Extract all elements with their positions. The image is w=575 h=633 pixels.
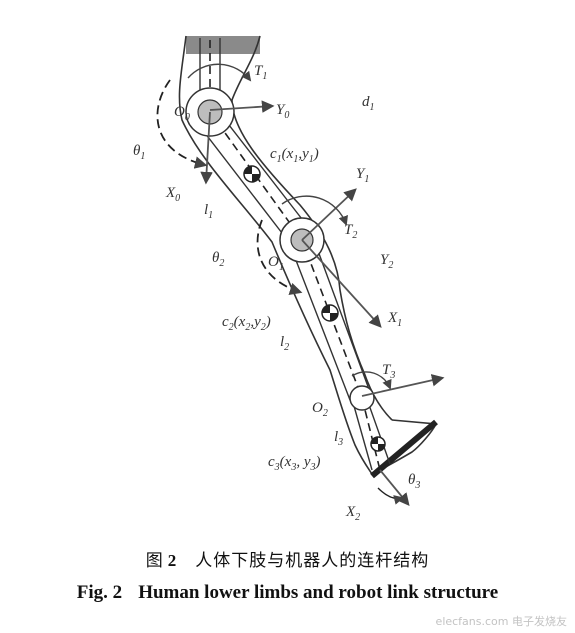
leg-outline-left [178,35,373,475]
axis-y2 [361,374,445,397]
label-l1: l1 [204,202,213,221]
angle-arc-theta2 [256,219,303,295]
axis-y1 [301,188,357,241]
angle-arc-theta3 [377,487,404,505]
label-t2: T2 [344,222,357,241]
label-l3: l3 [334,429,343,448]
torque-arc-t1 [187,63,252,82]
hip-mount-bar [186,36,260,54]
label-y2: Y2 [380,252,393,271]
label-t3: T3 [382,362,395,381]
com-marker-c2 [321,304,339,322]
label-theta3: θ3 [408,472,420,491]
watermark: elecfans.com 电子发烧友 [435,615,567,628]
leg-robot-diagram: T1 O0 Y0 d1 θ1 c1(x1,y1) Y1 X0 l1 T2 θ2 … [133,35,445,523]
joint-o2 [349,385,375,411]
com-marker-c1 [243,165,261,183]
label-y1: Y1 [356,166,369,185]
link-1-thigh-a [197,123,293,247]
link-3-b [367,401,391,465]
link-2-shin-b [313,239,371,393]
link-3-a [353,405,373,471]
label-t1: T1 [254,63,267,82]
label-theta1: θ1 [133,143,145,162]
label-d1: d1 [362,94,375,113]
link-2-shin-a [291,249,351,401]
label-x2: X2 [345,504,360,523]
foot-plate [370,419,438,479]
label-theta2: θ2 [212,250,224,269]
label-x1: X1 [387,310,402,329]
label-o0: O0 [174,104,190,123]
label-l2: l2 [280,334,289,353]
axis-x0 [200,111,213,185]
label-x0: X0 [165,185,180,204]
com-marker-c3 [370,436,386,452]
axis-y0 [209,100,275,113]
label-c2: c2(x2,y2) [222,314,271,333]
link-1-thigh-b [221,115,313,233]
label-o2: O2 [312,400,328,419]
torque-arc-t3 [351,371,392,390]
torque-arc-t2 [281,195,348,226]
label-y0: Y0 [276,102,289,121]
label-o1: O1 [268,254,284,273]
axis-x1 [301,239,382,328]
axis-x2 [379,469,410,506]
label-c1: c1(x1,y1) [270,146,319,165]
label-c3: c3(x3, y3) [268,454,321,473]
